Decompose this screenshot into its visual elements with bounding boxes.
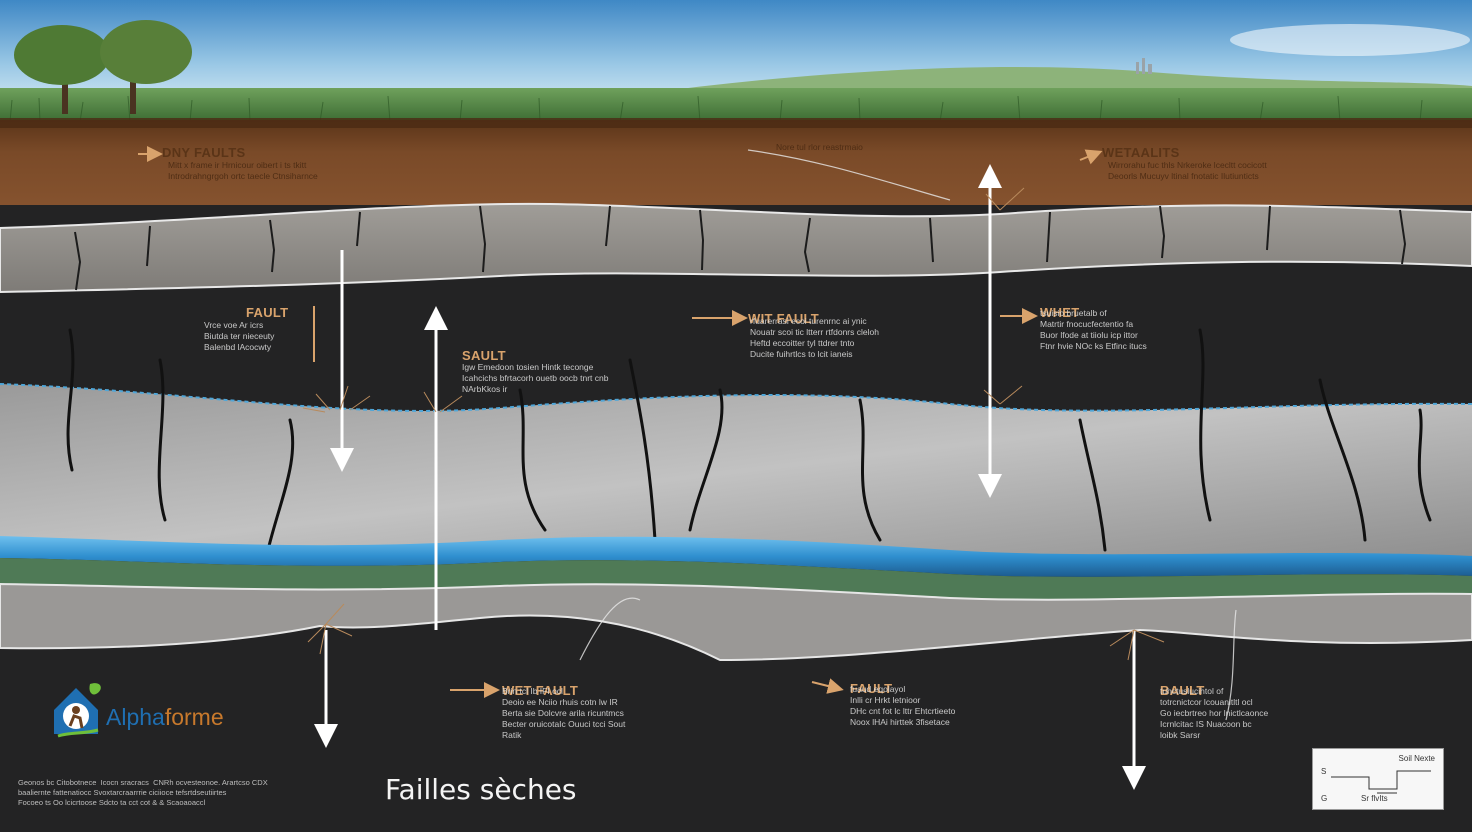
- movement-arrows: [314, 164, 1146, 790]
- fault-middle-label: FAULT: [850, 681, 893, 696]
- alphaforme-logo: Alphaforme: [50, 680, 250, 740]
- water-table: [0, 536, 1472, 577]
- green-layer: [0, 558, 1472, 600]
- sault-description: Igw Emedoon tosien Hintk teconge Icahcic…: [462, 362, 609, 394]
- soil-layer: [0, 120, 1472, 228]
- legend-note: Sr flvIts: [1361, 794, 1388, 803]
- logo-forme-text: forme: [164, 704, 224, 730]
- sault-label: SAULT: [462, 348, 506, 363]
- wet-fault-bottom-label: WET FAULT: [502, 683, 579, 698]
- logo-alpha-text: Alpha: [106, 704, 165, 730]
- wet-fault-middle-description: rfuarerrasi ecoi turenrnc ai ynic Nouatr…: [750, 316, 879, 359]
- caption: Failles sèches: [385, 773, 577, 806]
- legend-g: G: [1321, 794, 1328, 803]
- upper-rock-layer: [0, 202, 1472, 294]
- whet-label: WHET: [1040, 305, 1080, 320]
- trees: [14, 20, 192, 114]
- dry-faults-description: Mitt x frame ir Hrnicour oibert i ts tki…: [168, 160, 318, 181]
- dry-faults-label: DNY FAULTS: [162, 145, 246, 160]
- legend-s: S: [1321, 767, 1327, 776]
- legend-graphic: [1331, 770, 1431, 794]
- fault-left-description: Vrce voe Ar icrs Biutda ter nieceuty Bal…: [204, 320, 275, 352]
- grass: [0, 88, 1472, 122]
- credits-text: Geonos bc Citobotnece Icocn sracracs CNR…: [18, 778, 268, 807]
- fault-left-label: FAULT: [246, 305, 289, 320]
- middle-rock-layer: [0, 384, 1472, 560]
- wet-fault-middle-label: WIT FAULT: [748, 311, 820, 326]
- lower-rock-layer: [0, 582, 1472, 662]
- bault-label: BAULT: [1160, 683, 1205, 698]
- logo-wordmark: Alphaforme: [106, 706, 224, 729]
- legend-title: Soil Nexte: [1398, 754, 1435, 763]
- house-icon: [54, 683, 101, 738]
- wet-faults-top-label: WETAALITS: [1102, 145, 1180, 160]
- bault-description: tuhctuslucihtol of totrcnictcor lcouanlt…: [1160, 686, 1269, 740]
- whet-description: tsuisio bruetalb of Matrtir fnocucfecten…: [1040, 308, 1147, 351]
- top-middle-description: Nore tul rlor reastrmaio: [776, 142, 863, 152]
- fault-middle-description: fuaud eqolayol Inlli cr Hrkt letnioor DH…: [850, 684, 956, 727]
- cloud: [1230, 24, 1470, 56]
- wet-faults-top-description: Wirrorahu fuc thls Nrkeroke lcecltt coci…: [1108, 160, 1267, 181]
- wet-fault-bottom-description: Brin tcl Ib IFI ocl Deoio ee Nciio rhuis…: [502, 686, 626, 740]
- legend-box: Soil Nexte S G Sr flvIts: [1312, 748, 1444, 810]
